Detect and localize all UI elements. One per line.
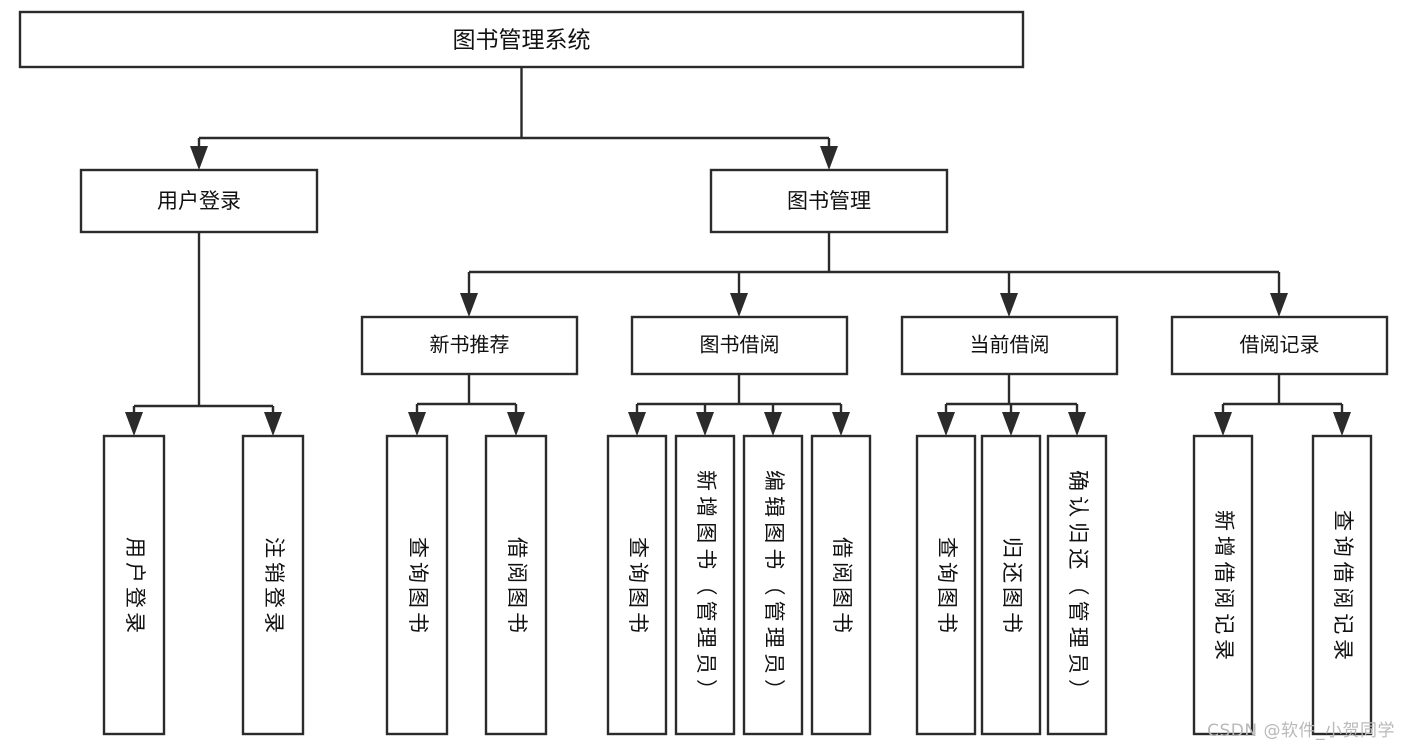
- leaf-borrow-book-1[interactable]: 借阅图书: [484, 434, 548, 736]
- connector-current-borrow-to-leaves: [937, 374, 1086, 436]
- arrow-head-icon: [1270, 293, 1288, 317]
- leaf-edit-book-label: 编辑图书（管理员）: [762, 470, 786, 700]
- node-current-borrow[interactable]: 当前借阅: [900, 315, 1119, 376]
- node-user-login[interactable]: 用户登录: [79, 168, 319, 234]
- arrow-head-icon: [460, 293, 478, 317]
- arrow-head-icon: [764, 412, 782, 436]
- arrow-head-icon: [937, 412, 955, 436]
- leaf-edit-book[interactable]: 编辑图书（管理员）: [742, 434, 804, 736]
- leaf-query-book-3[interactable]: 查询图书: [915, 434, 977, 736]
- leaf-add-record[interactable]: 新增借阅记录: [1192, 434, 1254, 736]
- leaf-add-book-label: 新增图书（管理员）: [694, 470, 718, 700]
- connector-new-book-recommend-to-leaves: [408, 374, 525, 436]
- node-root-label: 图书管理系统: [453, 28, 591, 54]
- node-book-borrow-label: 图书借阅: [700, 333, 780, 357]
- arrow-head-icon: [1000, 293, 1018, 317]
- arrow-head-icon: [730, 293, 748, 317]
- node-new-book-recommend[interactable]: 新书推荐: [360, 315, 579, 376]
- arrow-head-icon: [820, 146, 838, 170]
- node-book-manage[interactable]: 图书管理: [709, 168, 949, 234]
- leaf-query-book-2[interactable]: 查询图书: [606, 434, 668, 736]
- node-user-login-label: 用户登录: [157, 189, 241, 213]
- leaf-add-book[interactable]: 新增图书（管理员）: [674, 434, 736, 736]
- node-current-borrow-label: 当前借阅: [970, 333, 1050, 357]
- connector-borrow-record-to-leaves: [1214, 374, 1351, 436]
- arrow-head-icon: [628, 412, 646, 436]
- connector-book-borrow-to-leaves: [628, 374, 850, 436]
- node-book-manage-label: 图书管理: [787, 189, 871, 213]
- arrow-head-icon: [408, 412, 426, 436]
- connector-user-login-to-leaves: [125, 232, 282, 436]
- node-new-book-recommend-label: 新书推荐: [430, 333, 510, 357]
- leaf-user-login[interactable]: 用户登录: [102, 434, 166, 736]
- arrow-head-icon: [190, 146, 208, 170]
- arrow-head-icon: [1068, 412, 1086, 436]
- arrow-head-icon: [507, 412, 525, 436]
- node-borrow-record-label: 借阅记录: [1240, 333, 1320, 357]
- leaf-query-record[interactable]: 查询借阅记录: [1311, 434, 1373, 736]
- arrow-head-icon: [125, 412, 143, 436]
- connector-book-manage-to-level2: [460, 232, 1288, 317]
- leaf-query-book-1[interactable]: 查询图书: [385, 434, 449, 736]
- leaf-confirm-return[interactable]: 确认归还（管理员）: [1046, 434, 1108, 736]
- node-borrow-record[interactable]: 借阅记录: [1170, 315, 1389, 376]
- connector-root-to-level1: [190, 67, 838, 170]
- watermark: CSDN @软件_小贺同学: [1207, 721, 1395, 741]
- arrow-head-icon: [696, 412, 714, 436]
- arrow-head-icon: [264, 412, 282, 436]
- node-root[interactable]: 图书管理系统: [18, 10, 1025, 69]
- leaf-borrow-book-2[interactable]: 借阅图书: [810, 434, 872, 736]
- arrow-head-icon: [832, 412, 850, 436]
- leaf-confirm-return-label: 确认归还（管理员）: [1066, 470, 1090, 700]
- leaf-user-logout[interactable]: 注销登录: [241, 434, 305, 736]
- arrow-head-icon: [1002, 412, 1020, 436]
- leaf-return-book[interactable]: 归还图书: [980, 434, 1042, 736]
- arrow-head-icon: [1214, 412, 1232, 436]
- arrow-head-icon: [1333, 412, 1351, 436]
- node-book-borrow[interactable]: 图书借阅: [630, 315, 849, 376]
